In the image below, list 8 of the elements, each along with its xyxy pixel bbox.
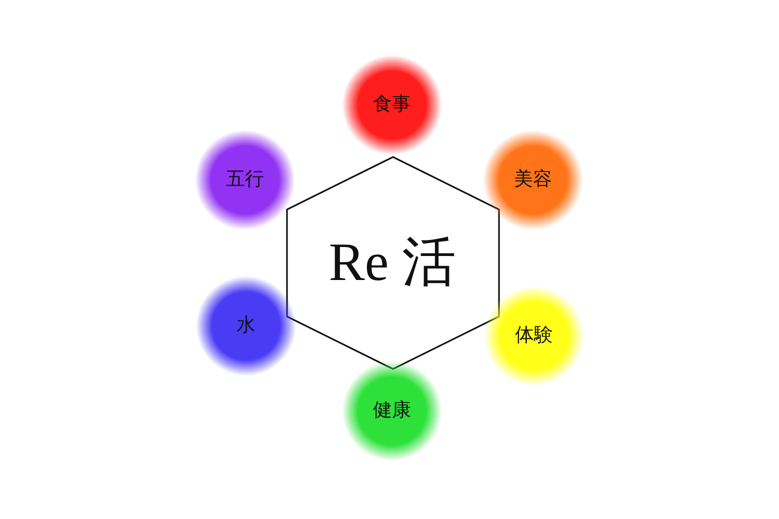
circle-label: 体験 [515, 326, 553, 346]
circle-label: 水 [236, 316, 256, 336]
circle-label: 美容 [514, 170, 552, 190]
hexagon-shape [286, 156, 500, 370]
center-title: Re 活 [328, 232, 456, 292]
circle-label: 五行 [226, 170, 264, 190]
circle-label: 食事 [373, 94, 411, 116]
circle-label: 健康 [373, 400, 411, 422]
